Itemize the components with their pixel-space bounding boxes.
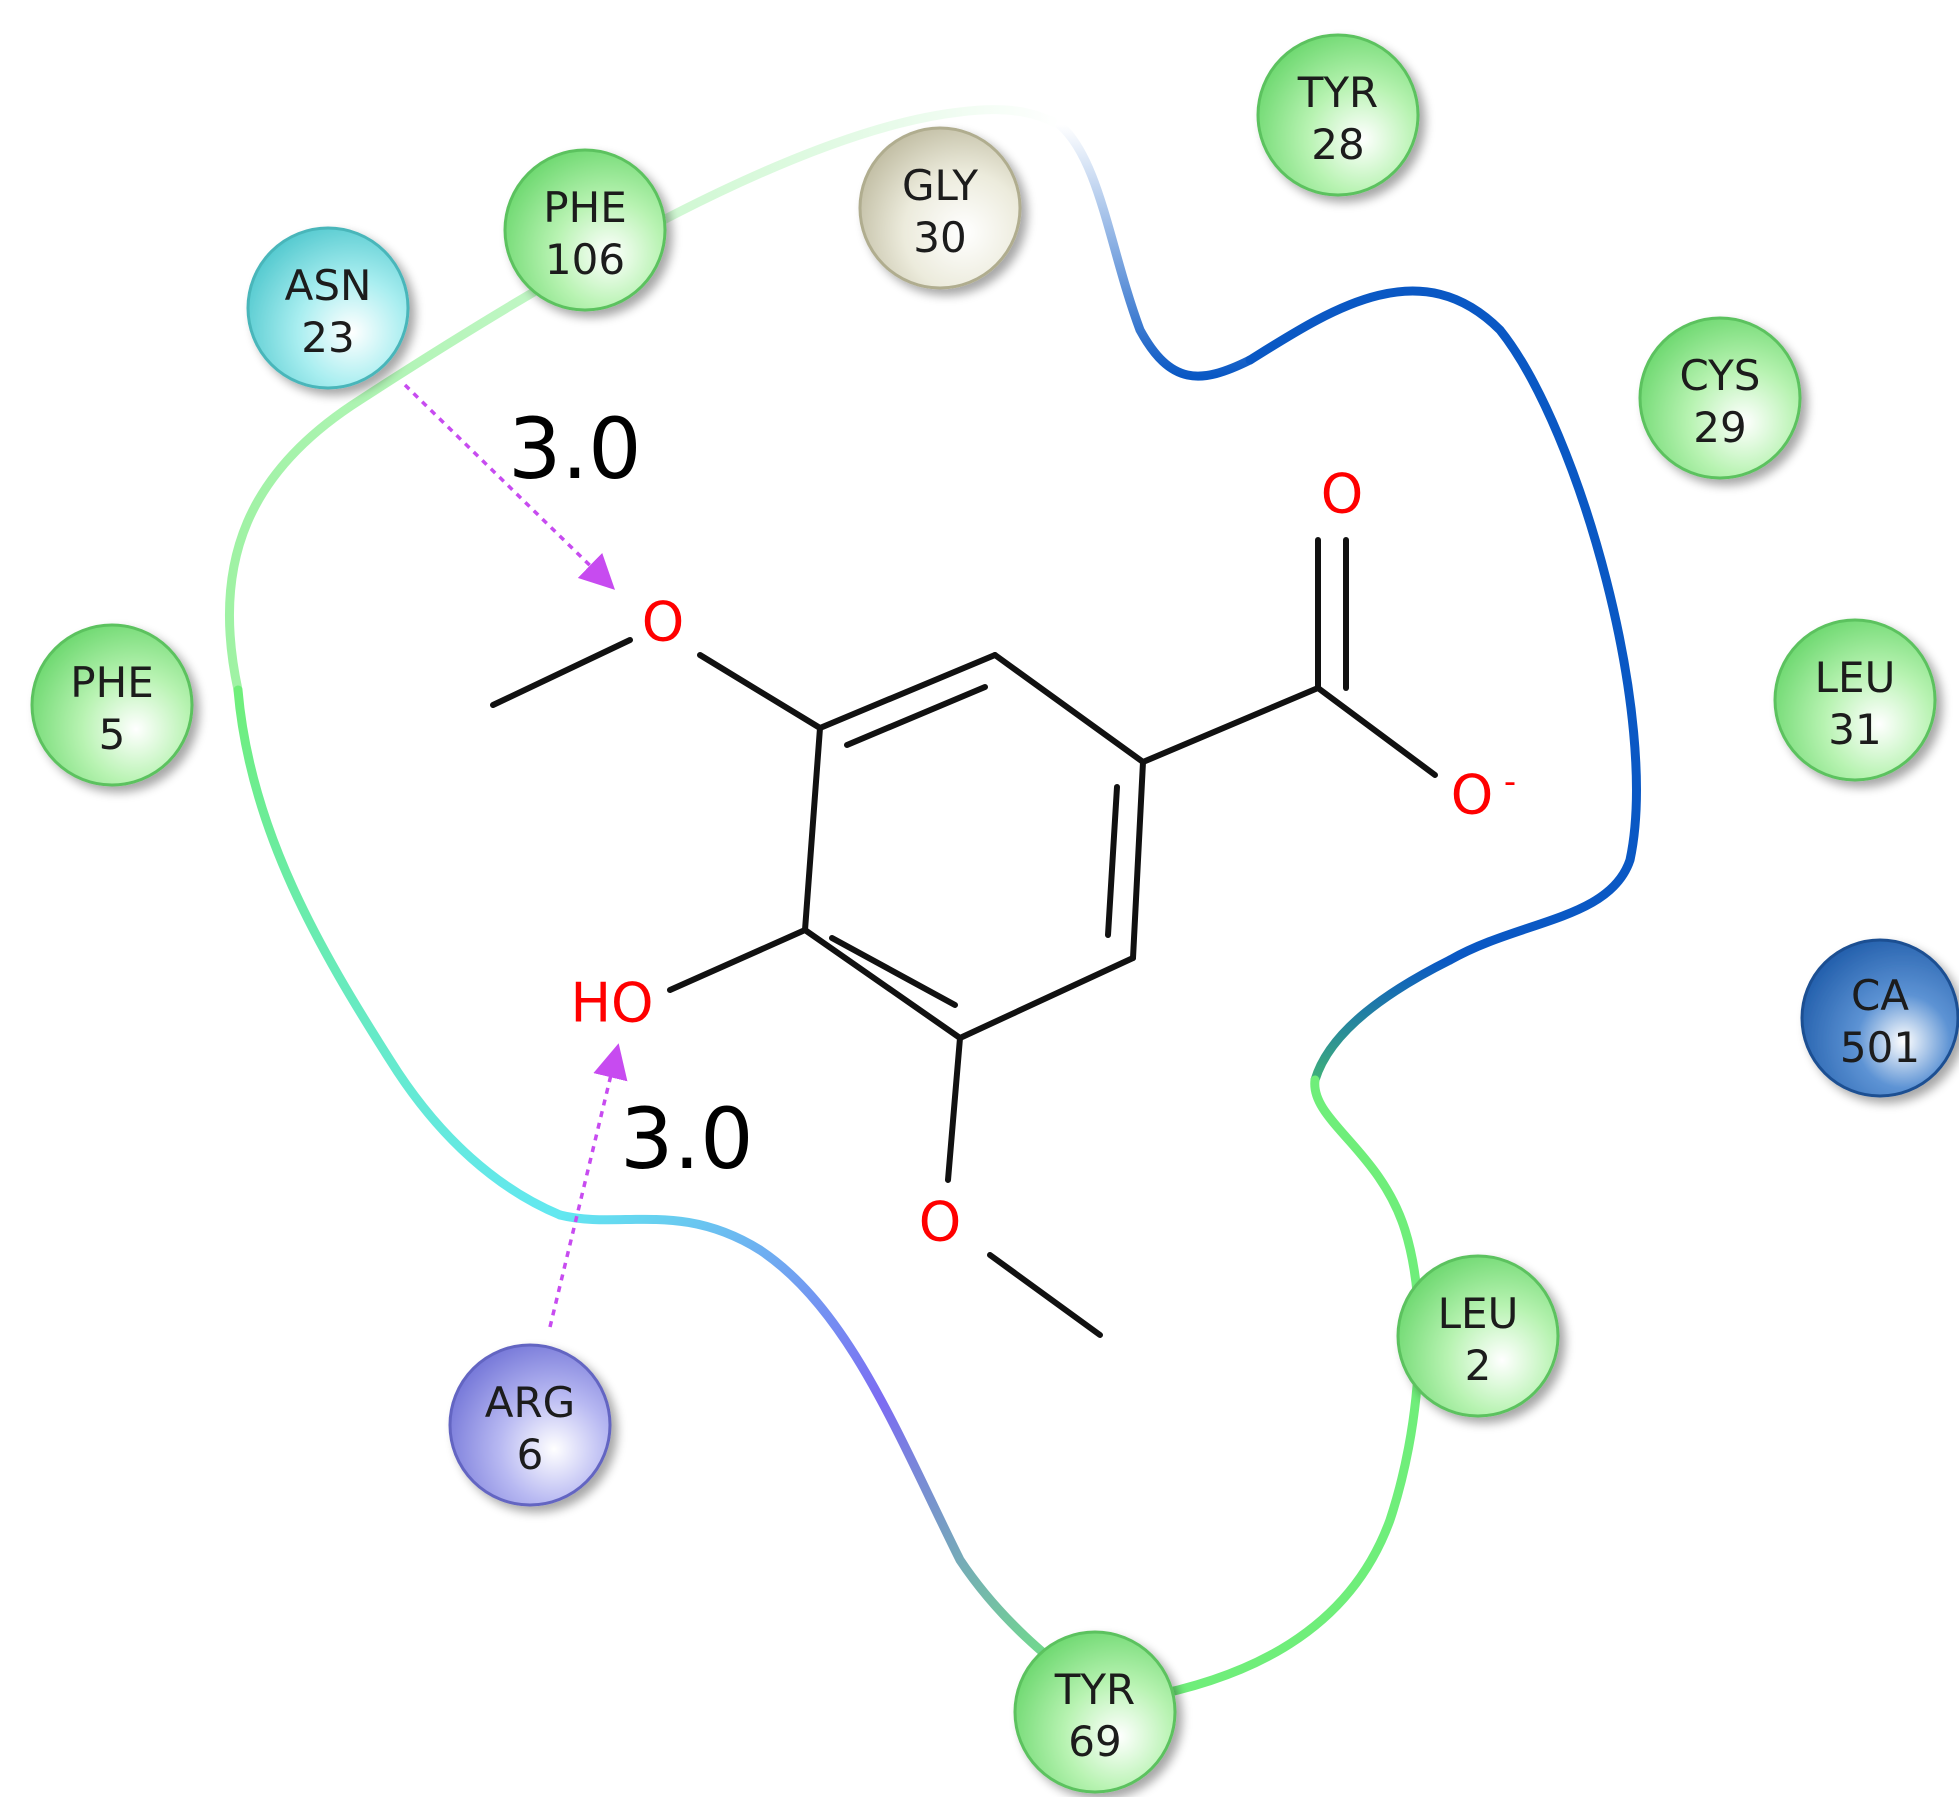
residue-bubble	[1396, 1254, 1560, 1418]
residue-phe5[interactable]: PHE 5	[30, 623, 194, 787]
residue-number: 29	[1693, 403, 1746, 452]
residue-asn23[interactable]: ASN 23	[246, 226, 410, 390]
atom-o-methoxy-bottom: O	[919, 1191, 962, 1254]
residue-arg6[interactable]: ARG 6	[448, 1343, 612, 1507]
carboxylate-charge: -	[1504, 762, 1516, 802]
residue-number: 69	[1068, 1717, 1121, 1766]
residue-number: 28	[1311, 120, 1364, 169]
atom-o-methoxy-top: O	[642, 591, 685, 654]
residue-gly30[interactable]: GLY 30	[858, 126, 1022, 290]
bond	[1130, 759, 1146, 961]
bond	[817, 652, 998, 731]
residue-tyr69[interactable]: TYR 69	[1013, 1630, 1177, 1794]
atom-o-carbonyl: O	[1321, 463, 1364, 526]
bond	[802, 725, 823, 933]
residue-name: ARG	[485, 1378, 575, 1427]
residue-number: 6	[517, 1430, 544, 1479]
bond	[667, 927, 808, 993]
residue-name: LEU	[1438, 1289, 1519, 1338]
residue-number: 5	[99, 710, 126, 759]
residue-name: GLY	[902, 161, 978, 210]
residue-name: CA	[1851, 971, 1909, 1020]
residue-name: ASN	[285, 261, 372, 310]
residue-name: TYR	[1054, 1665, 1136, 1714]
bond	[490, 637, 633, 708]
residue-name: LEU	[1815, 653, 1896, 702]
residue-tyr28[interactable]: TYR 28	[1256, 33, 1420, 197]
atom-hydroxyl: HO	[570, 972, 653, 1035]
residue-bubble	[503, 148, 667, 312]
hbond-arrow	[548, 1043, 628, 1328]
residue-number: 2	[1465, 1341, 1492, 1390]
residue-number: 23	[301, 313, 354, 362]
residue-bubble	[1638, 316, 1802, 480]
residue-bubble	[246, 226, 410, 390]
residue-name: PHE	[543, 183, 626, 232]
bond	[802, 927, 963, 1041]
residue-number: 31	[1828, 705, 1881, 754]
residue-bubble	[1800, 938, 1959, 1098]
residue-bubble	[1256, 33, 1420, 197]
residue-number: 106	[545, 235, 625, 284]
residue-bubble	[858, 126, 1022, 290]
residue-phe106[interactable]: PHE 106	[503, 148, 667, 312]
residue-number: 30	[913, 213, 966, 262]
bond	[987, 1252, 1103, 1338]
bond-double-inner	[829, 935, 958, 1008]
bond	[697, 652, 823, 731]
residue-name: TYR	[1297, 68, 1379, 117]
residue-leu2[interactable]: LEU 2	[1396, 1254, 1560, 1418]
residue-ca501[interactable]: CA 501	[1800, 938, 1959, 1098]
residue-bubble	[1773, 618, 1937, 782]
residue-bubble	[1013, 1630, 1177, 1794]
hbond-asn23: 3.0	[403, 383, 642, 590]
residue-bubble	[448, 1343, 612, 1507]
hbond-distance-label: 3.0	[620, 1090, 754, 1188]
bond	[1140, 685, 1321, 765]
ligand-structure	[490, 537, 1438, 1338]
residue-name: PHE	[70, 658, 153, 707]
bond	[957, 955, 1136, 1041]
residue-name: CYS	[1680, 351, 1761, 400]
hbond-arg6: 3.0	[548, 1043, 754, 1328]
bond-double-inner	[844, 684, 988, 748]
residue-cys29[interactable]: CYS 29	[1638, 316, 1802, 480]
bond	[945, 1035, 963, 1183]
residue-number: 501	[1840, 1023, 1920, 1072]
atom-o-carboxylate: O	[1451, 764, 1494, 827]
binding-pocket-outline	[224, 105, 1641, 1705]
bond	[1315, 685, 1438, 778]
residue-leu31[interactable]: LEU 31	[1773, 618, 1937, 782]
residue-bubble	[30, 623, 194, 787]
hbond-distance-label: 3.0	[508, 400, 642, 498]
bond-double-inner	[1105, 784, 1120, 938]
bond	[992, 652, 1146, 765]
